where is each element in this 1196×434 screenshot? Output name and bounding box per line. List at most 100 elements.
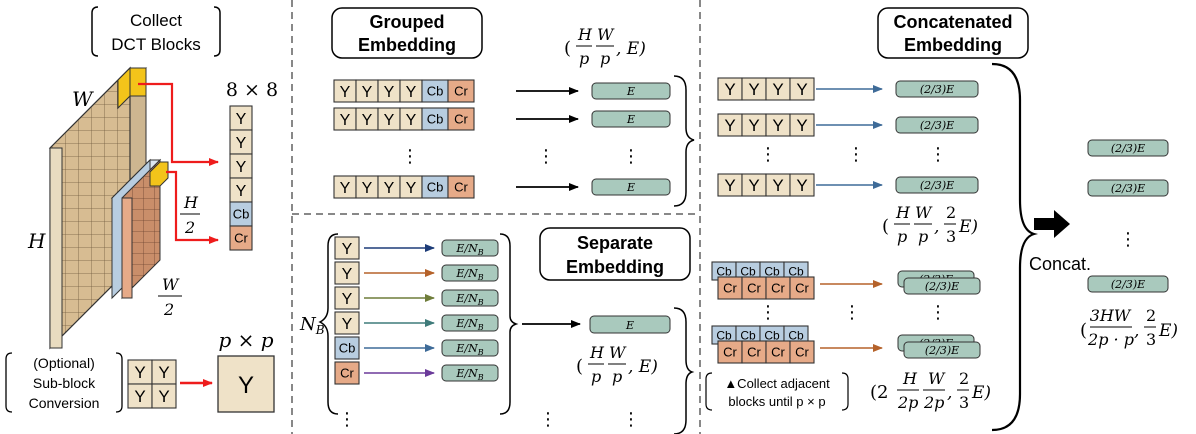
grouped-cell-2-3-label: Y: [384, 112, 395, 129]
channel-block-5-label: Cb: [233, 207, 250, 222]
grouped-cell-2-5-label: Cb: [427, 112, 444, 127]
nb-label-sub: B: [315, 323, 325, 337]
channel-block-4-label: Y: [236, 183, 247, 200]
collect-bracket-right: [213, 6, 221, 57]
concat-output-shape-den: 2p · p: [1087, 330, 1134, 349]
concat-cb-cell-1-1-label: Cb: [716, 264, 732, 278]
separate-embed-6-label-sub: B: [477, 373, 484, 382]
grouped-shape-den1: p: [579, 49, 589, 68]
concat-output-section: Concat. (2/3)E(2/3)E(2/3)E ⋮ ( 3HW 2p · …: [1029, 139, 1178, 349]
separate-embed-1-label-sub: B: [477, 248, 484, 257]
separate-dots-mid: ⋮: [539, 409, 557, 429]
concat-arrow: [1034, 210, 1070, 238]
grouped-shape-num1: H: [577, 25, 593, 44]
separate-output-embed: [589, 315, 671, 334]
concat-output-shape-frac-den: 3: [1146, 330, 1156, 349]
concat-cb-cell-1-4-label: Cb: [788, 264, 804, 278]
separate-dots-right: ⋮: [622, 409, 640, 429]
sub-block-3: [127, 383, 153, 409]
concat-cb-cell-2-1-label: Cb: [716, 328, 732, 342]
concat-output-dots: ⋮: [1119, 229, 1137, 249]
half-w-den: 2: [163, 300, 174, 319]
concat-shape1-num1: H: [895, 203, 911, 222]
grouped-cell-4-6-label: Cr: [454, 180, 468, 195]
concat-y-dots-cells: ⋮: [759, 144, 777, 164]
concat-cb-cell-1-3-label: Cb: [764, 264, 780, 278]
patch-block: [217, 355, 275, 413]
nb-label: NB: [299, 314, 325, 337]
separate-embed-5-label-sub: B: [477, 348, 484, 357]
concat-cr-cell-1-2-label: Cr: [747, 281, 761, 296]
half-h-num: H: [183, 193, 199, 212]
concat-y-cell-2-4: [789, 113, 815, 137]
concat-shape2-frac-num: 2: [959, 369, 969, 388]
separate-embed-6-label: E/NB: [455, 367, 483, 382]
sub-block-1-label: Y: [134, 363, 145, 382]
concat-output-shape-tail: E): [1158, 321, 1178, 341]
concat-cr-cell-2-3-label: Cr: [771, 345, 785, 360]
separate-embed-1-label-main: E/N: [455, 242, 478, 255]
grouped-title-line2: Embedding: [358, 35, 456, 55]
separate-embed-4-label: E/NB: [455, 317, 483, 332]
collect-note-line1: ▲Collect adjacent: [724, 376, 830, 391]
optional-line1: (Optional): [33, 355, 94, 371]
separate-shape-open: (: [576, 356, 583, 377]
grouped-embed-2: [591, 110, 671, 128]
separate-cell-6: [334, 361, 360, 385]
separate-embed-5-label: E/NB: [455, 342, 483, 357]
separate-shape-den1: p: [591, 367, 601, 386]
concat-c-rows: CbCbCbCbCrCrCrCr(2/3)E(2/3)ECbCbCbCbCrCr…: [711, 261, 981, 364]
separate-shape-num2: W: [609, 343, 627, 362]
w-label: W: [72, 87, 94, 111]
collect-note-bracket-left: [705, 372, 713, 411]
optional-bracket-right: [115, 352, 123, 413]
concat-y-cell-4-2-label: Y: [748, 176, 759, 195]
optional-line2: Sub-block: [33, 375, 96, 391]
concat-y-cell-2-3-label: Y: [772, 116, 783, 135]
patch-label: Y: [238, 372, 254, 399]
concat-shape1-frac-den: 3: [946, 227, 956, 246]
concat-shape1-tail: E): [958, 217, 978, 237]
concat-shape2-lead: (2: [870, 382, 888, 403]
concat-y-dots-embeds: ⋮: [929, 144, 947, 164]
grouped-embed-1-label: E: [626, 85, 635, 98]
grouped-cell-2-4-label: Y: [406, 112, 417, 129]
separate-embed-3: [441, 289, 499, 307]
concat-c-dots-arrows: ⋮: [843, 302, 861, 322]
concat-cb-cell-1-2-label: Cb: [740, 264, 756, 278]
collect-bracket-left: [91, 6, 99, 57]
concatenated-title-line2: Embedding: [904, 35, 1002, 55]
grouped-brace: [673, 75, 695, 207]
separate-embed-5: [441, 339, 499, 357]
grouped-embed-1: [591, 82, 671, 100]
half-w-num: W: [162, 275, 180, 294]
concat-output-shape-open: (: [1080, 320, 1087, 341]
concat-cb-cell-2-3-label: Cb: [764, 328, 780, 342]
separate-embed-1-label: E/NB: [455, 242, 483, 257]
concat-y-cell-1-3-label: Y: [772, 80, 783, 99]
concat-c-embed-front-2-label: (2/3)E: [925, 344, 959, 357]
separate-cell-4-label: Y: [342, 316, 353, 333]
concat-output-embeds: (2/3)E(2/3)E(2/3)E: [1087, 139, 1169, 293]
red-arrow-chroma: [166, 170, 219, 244]
collect-note-line2: blocks until p × p: [728, 394, 825, 409]
grouped-dots-arrows: ⋮: [537, 146, 555, 166]
sub-block-2-label: Y: [158, 363, 169, 382]
grouped-cell-4-5-label: Cb: [427, 180, 444, 195]
separate-embed-2: [441, 264, 499, 282]
half-h-den: 2: [184, 218, 195, 237]
concat-output-embed-2-label: (2/3)E: [1111, 182, 1145, 195]
concat-y-cell-4-1-label: Y: [724, 176, 735, 195]
separate-right-brace: [499, 233, 519, 415]
separate-cell-3: [334, 286, 360, 310]
nb-label-main: N: [299, 314, 317, 335]
